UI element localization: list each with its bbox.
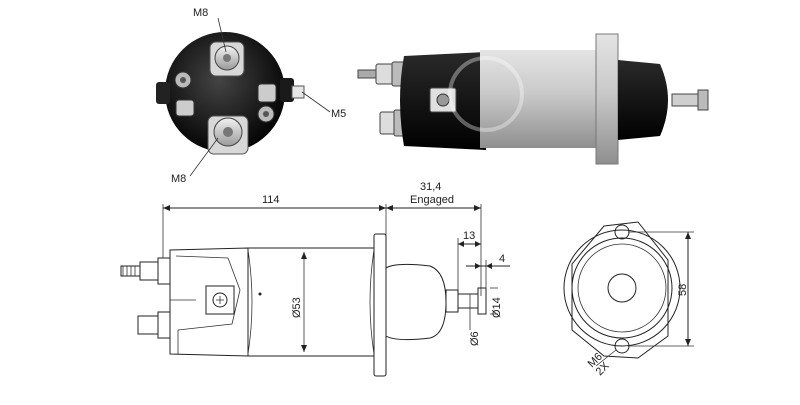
dim-engaged-word: Engaged xyxy=(410,194,454,206)
cap-body xyxy=(165,32,285,152)
side-flange xyxy=(595,33,619,165)
label-m8-top: M8 xyxy=(193,7,208,19)
dim-overall-length: 114 xyxy=(262,194,280,206)
end-view-photo: M8 M5 M8 xyxy=(156,7,346,185)
top-terminal xyxy=(209,41,245,77)
side-can xyxy=(480,50,610,148)
end-view-drawing: 58 M6 2X xyxy=(563,221,694,378)
drawing-flange xyxy=(373,233,387,377)
dim-d14: Ø14 xyxy=(491,297,503,318)
center-bore xyxy=(607,273,637,303)
drawing-can xyxy=(247,247,375,357)
side-view-photo xyxy=(357,33,709,165)
dim-d53: Ø53 xyxy=(291,297,303,318)
dim-flange: 58 xyxy=(677,284,689,296)
label-m5: M5 xyxy=(331,108,346,120)
mount-hole-top xyxy=(614,224,630,240)
label-m8-bottom: M8 xyxy=(171,173,186,185)
side-elevation-drawing: 114 31,4 Engaged 13 4 xyxy=(120,181,510,377)
dim-engaged-stroke: 31,4 xyxy=(420,181,441,193)
dim-13: 13 xyxy=(463,230,475,242)
dim-4: 4 xyxy=(499,253,505,265)
bottom-terminal xyxy=(207,115,249,155)
side-nose xyxy=(618,60,668,140)
dim-d6: Ø6 xyxy=(469,331,481,346)
